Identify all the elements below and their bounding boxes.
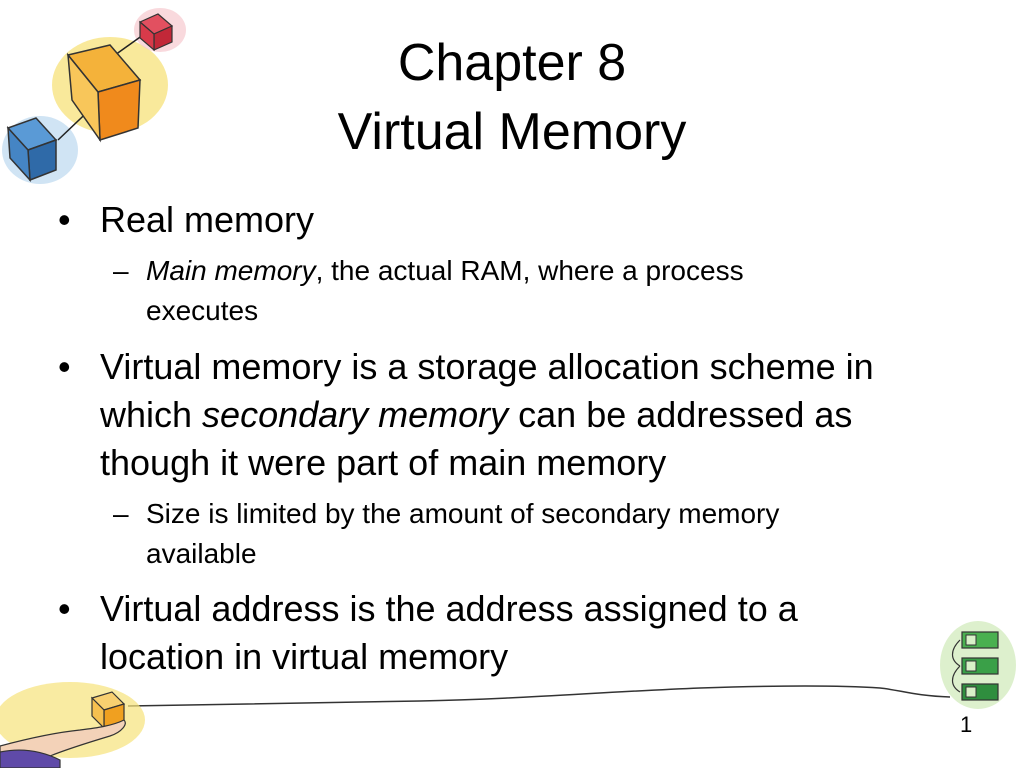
sub-bullet-text: Size is limited by the amount of seconda… — [146, 498, 780, 529]
slide-title-line-1: Chapter 8 — [397, 34, 627, 92]
stacked-boxes-illustration-icon — [940, 621, 1016, 709]
slide-title-line-2: Virtual Memory — [337, 103, 687, 161]
footer-line — [127, 685, 951, 707]
bullet-text: Virtual memory is a storage allocation s… — [100, 346, 874, 387]
sub-bullet-text: available — [146, 538, 257, 569]
page-number: 1 — [960, 712, 973, 737]
sub-bullet-text: , the actual RAM, where a process — [315, 255, 744, 286]
bullet-text: can be addressed as — [508, 394, 853, 435]
bullet-marker: • — [58, 199, 71, 240]
bullet-text: Virtual address is the address assigned … — [100, 588, 798, 629]
sub-bullet-text: executes — [146, 295, 259, 326]
bullet-text: location in virtual memory — [100, 636, 509, 677]
bullet-text: Real memory — [100, 199, 315, 240]
bullet-marker: • — [58, 346, 71, 387]
hand-holding-cube-illustration-icon — [0, 682, 145, 768]
bullet-marker: • — [58, 588, 71, 629]
sub-bullet-italic: Main memory — [146, 255, 316, 286]
bullet-text: which — [100, 394, 203, 435]
sub-bullet-marker: – — [113, 255, 129, 286]
bullet-text: though it were part of main memory — [100, 442, 667, 483]
cubes-illustration-icon — [2, 8, 186, 184]
sub-bullet-marker: – — [113, 498, 129, 529]
bullet-italic: secondary memory — [202, 394, 509, 435]
